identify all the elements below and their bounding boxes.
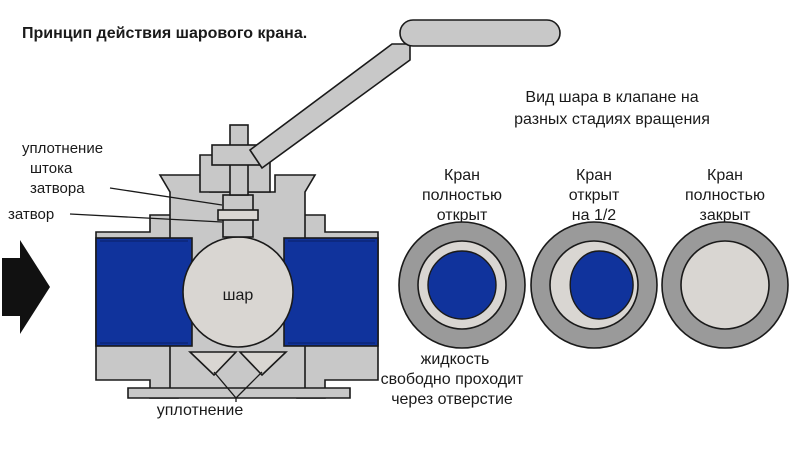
ball-label: шар bbox=[223, 287, 254, 304]
svg-text:закрыт: закрыт bbox=[700, 207, 752, 224]
thread-marks bbox=[100, 240, 375, 344]
view-half-open-flow-opening bbox=[569, 250, 634, 320]
views-heading-line1: Вид шара в клапане на bbox=[525, 89, 698, 106]
flow-note-line1: жидкость bbox=[421, 351, 490, 368]
fluid-channel-left bbox=[95, 237, 193, 347]
view-closed-ball-face bbox=[680, 240, 770, 330]
svg-text:открыт: открыт bbox=[569, 187, 620, 204]
svg-text:Кран: Кран bbox=[576, 167, 612, 184]
view-closed-caption: Кран полностью закрыт bbox=[685, 167, 765, 224]
view-open-caption: Кран полностью открыт bbox=[422, 167, 502, 224]
view-open-flow-opening bbox=[427, 250, 497, 320]
flow-note-line3: через отверстие bbox=[391, 391, 513, 408]
shutter-label: затвор bbox=[8, 206, 54, 223]
valve-stem bbox=[211, 124, 265, 238]
view-open-ball bbox=[398, 221, 526, 349]
stem-seal-label-line2: штока bbox=[30, 160, 73, 177]
svg-text:Кран: Кран bbox=[444, 167, 480, 184]
bottom-seal-label: уплотнение bbox=[157, 402, 244, 419]
svg-text:полностью: полностью bbox=[422, 187, 502, 204]
shutter-leader bbox=[69, 213, 223, 223]
view-half-caption: Кран открыт на 1/2 bbox=[569, 167, 620, 224]
stem-seal-leader bbox=[109, 187, 223, 206]
svg-text:полностью: полностью bbox=[685, 187, 765, 204]
view-half-open-ball bbox=[530, 221, 658, 349]
views-heading-line2: разных стадиях вращения bbox=[514, 111, 710, 128]
view-closed-ball bbox=[661, 221, 789, 349]
fluid-channel-right bbox=[283, 237, 379, 347]
stem-seal-label-line3: затвора bbox=[30, 180, 85, 197]
ball: шар bbox=[182, 236, 294, 348]
view-circles bbox=[398, 221, 789, 349]
svg-text:на 1/2: на 1/2 bbox=[572, 207, 617, 224]
valve-handle-icon bbox=[248, 19, 561, 170]
stem-seal-label-line1: уплотнение bbox=[22, 140, 103, 157]
svg-text:открыт: открыт bbox=[437, 207, 488, 224]
flow-note-line2: свободно проходит bbox=[381, 371, 524, 388]
arrow-right-icon bbox=[2, 240, 50, 334]
svg-text:Кран: Кран bbox=[707, 167, 743, 184]
diagram-title: Принцип действия шарового крана. bbox=[22, 25, 307, 42]
